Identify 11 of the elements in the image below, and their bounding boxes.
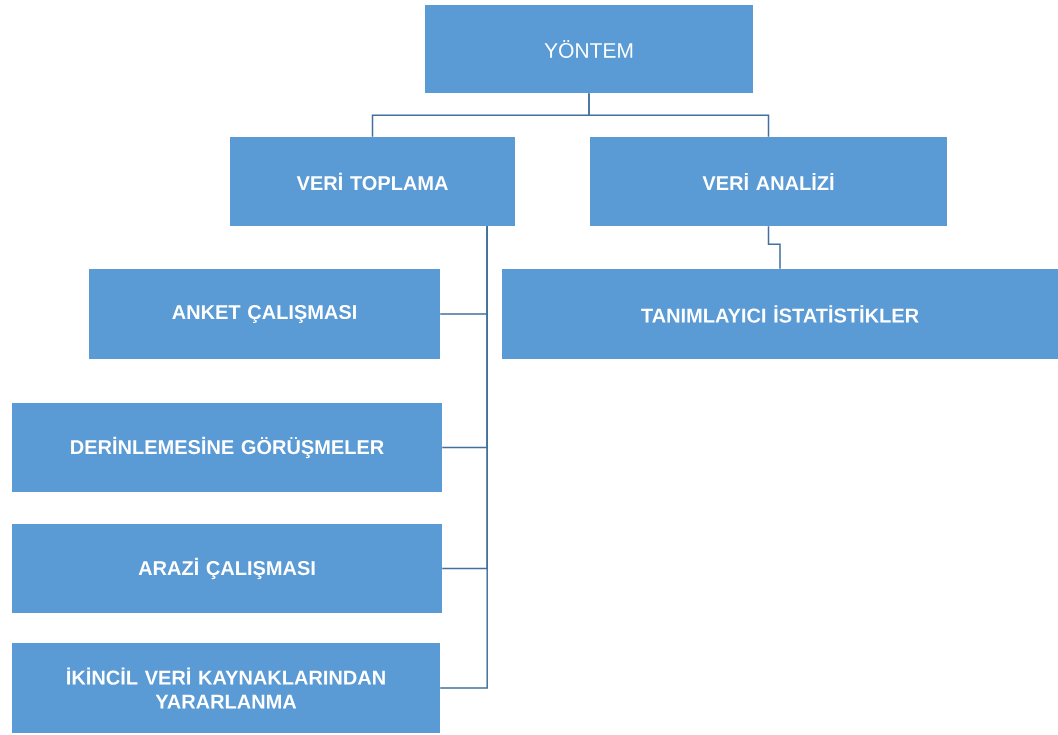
process-box: DERİNLEMESİNE GÖRÜŞMELER [12, 403, 442, 492]
process-box: ARAZİ ÇALIŞMASI [12, 524, 442, 613]
process-box: TANIMLAYICI İSTATİSTİKLER [502, 269, 1058, 359]
process-box: VERİ TOPLAMA [230, 137, 515, 226]
process-box: YÖNTEM [425, 5, 753, 93]
process-box: İKİNCİL VERİ KAYNAKLARINDAN YARARLANMA [12, 643, 440, 733]
connector-line [767, 225, 781, 270]
process-box: VERİ ANALİZİ [590, 137, 947, 226]
connector-line [439, 225, 488, 689]
connector-line [588, 92, 770, 138]
process-box: ANKET ÇALIŞMASI [89, 269, 440, 359]
